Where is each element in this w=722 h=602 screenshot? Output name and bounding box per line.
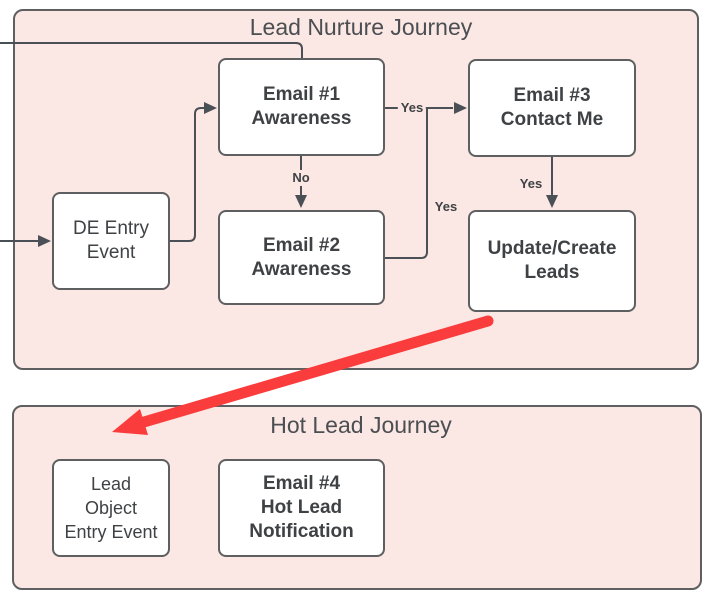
edge-label-no-email1-email2: No xyxy=(289,170,313,186)
node-de-entry-event-label: DE Entry Event xyxy=(72,218,150,263)
node-email-2-awareness[interactable]: Email #2 Awareness xyxy=(218,210,385,305)
group-title-hot-lead: Hot Lead Journey xyxy=(270,412,452,438)
node-email-1-awareness[interactable]: Email #1 Awareness xyxy=(218,58,385,156)
node-email-3-contact-me[interactable]: Email #3 Contact Me xyxy=(468,59,636,157)
node-lead-object-entry-event-label: Lead Object Entry Event xyxy=(64,474,158,542)
node-email-2-label: Email #2 Awareness xyxy=(251,234,352,280)
node-lead-object-entry-event[interactable]: Lead Object Entry Event xyxy=(52,459,170,557)
node-email-3-label: Email #3 Contact Me xyxy=(500,85,604,130)
node-de-entry-event[interactable]: DE Entry Event xyxy=(52,192,170,290)
node-email-4-label: Email #4 Hot Lead Notification xyxy=(249,473,354,542)
edge-label-yes-email3-update: Yes xyxy=(516,176,546,192)
group-title-lead-nurture: Lead Nurture Journey xyxy=(249,14,473,40)
node-update-create-leads[interactable]: Update/Create Leads xyxy=(468,210,636,312)
edge-label-yes-email1-email3: Yes xyxy=(397,100,427,116)
node-update-create-leads-label: Update/Create Leads xyxy=(487,238,617,283)
edge-label-yes-email2-merge: Yes xyxy=(431,199,461,215)
node-email-1-label: Email #1 Awareness xyxy=(251,84,352,129)
node-email-4-hot-lead[interactable]: Email #4 Hot Lead Notification xyxy=(218,459,385,557)
